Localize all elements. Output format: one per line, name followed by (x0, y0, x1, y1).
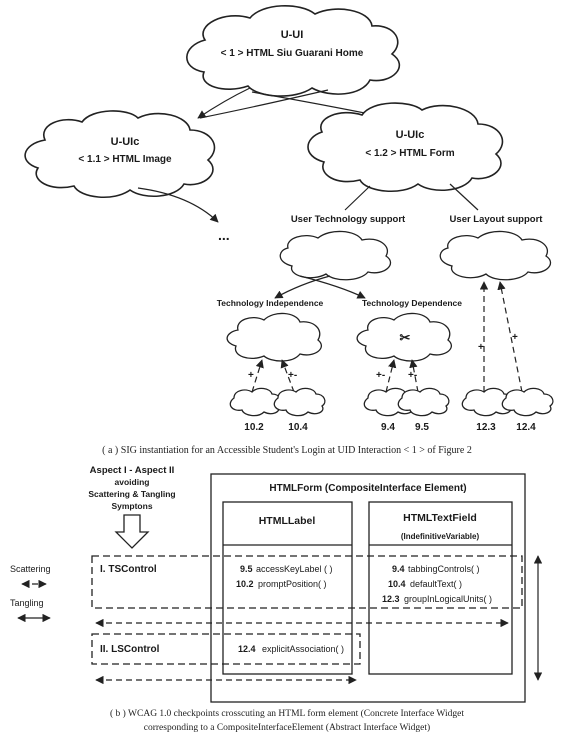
aspect-line-2: avoiding (115, 477, 150, 487)
legend-tangling-label: Tangling (10, 598, 44, 608)
tech-support-cloud (279, 230, 392, 281)
html-textfield-box (368, 501, 513, 675)
ts-field-item-1-name: tabbingControls( ) (408, 564, 480, 574)
tech-independence-cloud (226, 312, 323, 362)
tech-dependence-cloud (356, 312, 453, 362)
caption-b-line-1: ( b ) WCAG 1.0 checkpoints crosscuting a… (110, 708, 464, 719)
root-cloud: U-UI < 1 > HTML Siu Guarani Home (186, 4, 400, 97)
ts-label-item-2-name: promptPosition( ) (258, 579, 327, 589)
layout-plus-1: + (478, 342, 484, 353)
dep-plus-minus-1: +- (376, 370, 385, 381)
leaf-label-9-4: 9.4 (381, 422, 395, 433)
aspect-line-1: Aspect I - Aspect II (90, 465, 175, 476)
root-to-left-arrow (197, 87, 251, 119)
left-cloud: U-UIc < 1.1 > HTML Image (24, 110, 216, 199)
left-subtitle: < 1.1 > HTML Image (78, 154, 172, 165)
legend-scattering-label: Scattering (10, 564, 51, 574)
right-cloud: U-UIc < 1.2 > HTML Form (307, 102, 504, 193)
root-to-right-arrow (251, 91, 381, 119)
root-cross-curve (199, 89, 329, 119)
html-label-title: HTMLLabel (259, 515, 316, 527)
leaf-cloud-10-4 (273, 387, 326, 417)
tech-support-label: User Technology support (291, 214, 406, 225)
leaf-cloud-9-5 (397, 387, 450, 417)
ind-plus-minus: +- (288, 370, 297, 381)
wcag-diagram: Aspect I - Aspect II avoiding Scattering… (10, 465, 543, 733)
layout-plus-2: + (512, 332, 518, 343)
ts-field-item-1-num: 9.4 (392, 564, 405, 574)
leaf-label-9-5: 9.5 (415, 422, 429, 433)
layout-up-arrow-2 (497, 281, 523, 393)
right-to-tech-line (344, 185, 371, 211)
tech-to-dependence-arrow (299, 275, 366, 299)
ts-control-box (91, 555, 523, 609)
layout-support-label: User Layout support (450, 214, 544, 225)
sig-diagram: U-UI < 1 > HTML Siu Guarani Home U-UIc <… (24, 4, 554, 456)
html-form-title: HTMLForm (CompositeInterface Element) (269, 483, 466, 494)
ts-field-item-3-name: groupInLogicalUnits( ) (404, 594, 492, 604)
aspect-down-arrow (114, 514, 150, 549)
html-textfield-title: HTMLTextField (403, 512, 477, 524)
right-subtitle: < 1.2 > HTML Form (365, 148, 454, 159)
right-to-layout-line (449, 183, 479, 211)
leaf-cloud-12-4 (501, 387, 554, 417)
left-title: U-UIc (111, 136, 140, 148)
aspect-line-4: Symptons (111, 501, 152, 511)
leaf-clouds (229, 387, 554, 417)
leaf-label-12-4: 12.4 (516, 422, 536, 433)
html-label-box (222, 501, 353, 675)
ts-control-label: I. TSControl (100, 564, 157, 575)
html-form-box (210, 473, 526, 703)
root-subtitle: < 1 > HTML Siu Guarani Home (221, 48, 364, 59)
tech-to-independence-arrow (274, 275, 331, 299)
ls-control-label: II. LSControl (100, 644, 160, 655)
dep-up-arrow-2 (409, 359, 419, 393)
aspect-line-3: Scattering & Tangling (88, 489, 175, 499)
ellipsis: ... (218, 227, 230, 243)
tools-icon: ✂ (400, 330, 411, 345)
leaf-label-10-2: 10.2 (244, 422, 264, 433)
ts-label-item-1-num: 9.5 (240, 564, 253, 574)
ts-field-item-3-num: 12.3 (382, 594, 400, 604)
ind-up-arrow-1 (251, 359, 264, 393)
root-title: U-UI (281, 29, 304, 41)
ts-label-item-1-name: accessKeyLabel ( ) (256, 564, 333, 574)
leaf-label-12-3: 12.3 (476, 422, 496, 433)
ls-control-box (91, 633, 361, 665)
layout-support-cloud (439, 230, 552, 281)
ts-label-item-2-num: 10.2 (236, 579, 254, 589)
dep-plus-minus-2: +- (408, 370, 417, 381)
caption-b-line-2: corresponding to a CompositeInterfaceEle… (144, 722, 430, 733)
tech-dependence-label: Technology Dependence (362, 298, 462, 308)
ind-up-arrow-2 (280, 359, 295, 393)
right-title: U-UIc (396, 129, 425, 141)
ls-item-num: 12.4 (238, 644, 256, 654)
caption-a: ( a ) SIG instantiation for an Accessibl… (102, 445, 472, 456)
ts-field-item-2-num: 10.4 (388, 579, 406, 589)
leaf-label-10-4: 10.4 (288, 422, 308, 433)
dep-up-arrow-1 (385, 359, 397, 393)
tech-independence-label: Technology Independence (217, 298, 324, 308)
ind-plus: + (248, 370, 254, 381)
leaf-cloud-10-2 (229, 387, 282, 417)
left-out-arrow (137, 187, 219, 223)
ls-item-name: explicitAssociation( ) (262, 644, 344, 654)
ts-field-item-2-name: defaultText( ) (410, 579, 462, 589)
html-textfield-subtitle: (IndefinitiveVariable) (401, 532, 480, 541)
